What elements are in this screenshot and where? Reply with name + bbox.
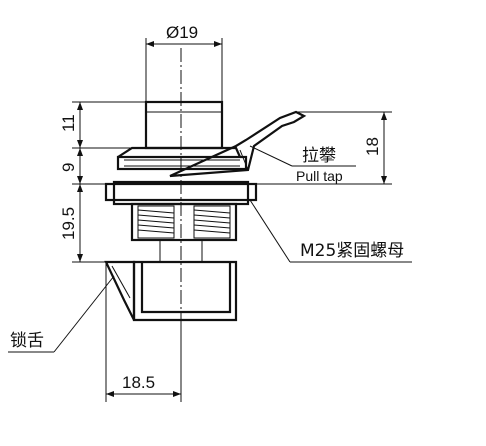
thread-lines-left [137, 209, 175, 234]
thread-lines-right [193, 209, 231, 234]
dim-collar-height-label: 9 [59, 163, 78, 172]
dim-head-diameter: Ø19 [145, 23, 223, 102]
dim-tongue-width: 18.5 [105, 262, 182, 402]
lock-tongue [104, 260, 238, 322]
lock-collar [116, 146, 248, 171]
tongue-label: 锁舌 [10, 331, 44, 351]
pull-tab-label-en: Pull tap [296, 168, 343, 184]
callout-tongue: 锁舌 [8, 275, 115, 353]
dim-body-height-label: 19.5 [59, 207, 78, 240]
threaded-body [130, 202, 238, 262]
dim-head-height-label: 11 [59, 114, 78, 132]
pull-tab-label-cn: 拉攀 [302, 146, 336, 166]
dim-tab-height: 18 [256, 111, 392, 185]
nut-label: M25紧固螺母 [300, 241, 404, 261]
dim-tongue-width-label: 18.5 [122, 373, 155, 392]
dim-left-chain: 11 9 19.5 [59, 101, 146, 263]
lock-head [144, 100, 224, 150]
pull-tab [169, 110, 307, 178]
callout-nut: M25紧固螺母 [249, 199, 412, 263]
callout-pull-tab: 拉攀 Pull tap [249, 145, 356, 184]
dim-head-diameter-label: Ø19 [166, 23, 198, 42]
dim-tab-height-label: 18 [363, 137, 382, 156]
